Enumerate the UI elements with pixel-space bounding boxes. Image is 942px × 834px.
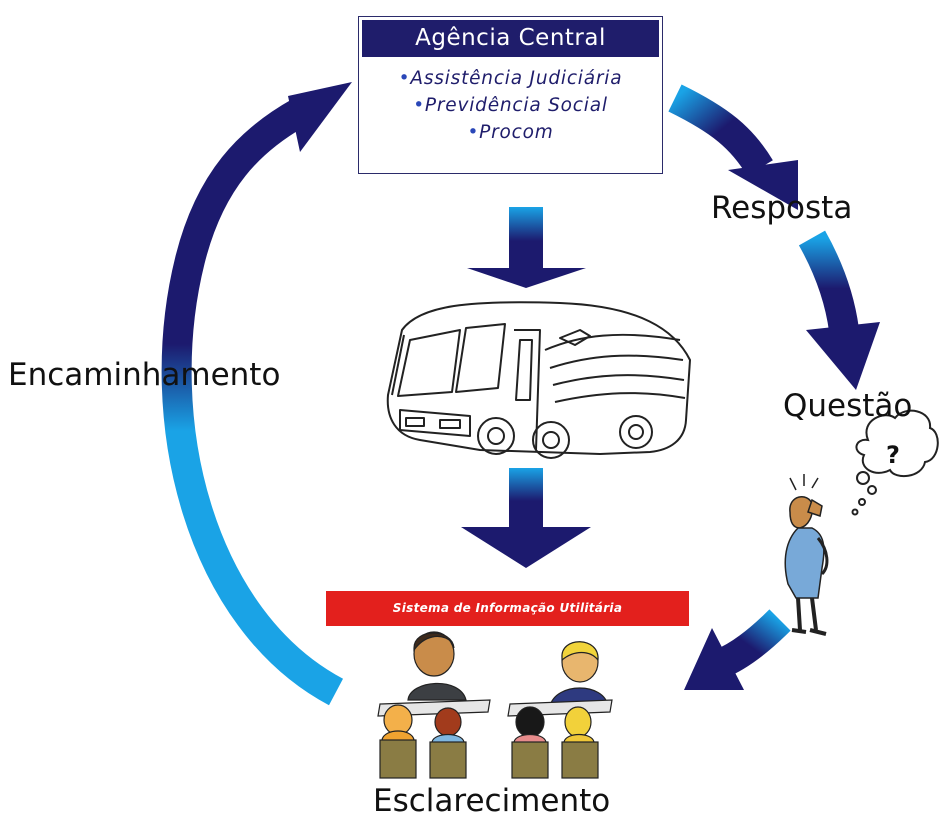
encaminhamento-arrow [161,82,352,706]
resposta-label: Resposta [711,190,853,226]
agency-service-item: Previdência Social [359,92,662,119]
sistema-banner: Sistema de Informação Utilitária [326,591,689,626]
down-arrow-to-bus [467,207,586,288]
thought-question-mark: ? [886,441,900,469]
questao-label: Questão [783,388,913,424]
agency-services-list: Assistência Judiciária Previdência Socia… [359,65,662,146]
thinking-person-icon [784,474,829,636]
agency-service-item: Assistência Judiciária [359,65,662,92]
classroom-icon [377,631,613,779]
bus-icon [386,301,691,459]
duvida-arrow [684,609,791,690]
encaminhamento-label: Encaminhamento [8,357,281,393]
thought-bubble-icon [851,409,939,516]
resposta-arrow [668,84,798,210]
agency-box: Agência Central Assistência Judiciária P… [358,16,663,174]
agency-title: Agência Central [362,20,659,57]
esclarecimento-label: Esclarecimento [373,783,611,819]
agency-service-item: Procom [359,119,662,146]
down-arrow-to-banner [461,468,591,568]
questao-arrow [798,230,880,390]
